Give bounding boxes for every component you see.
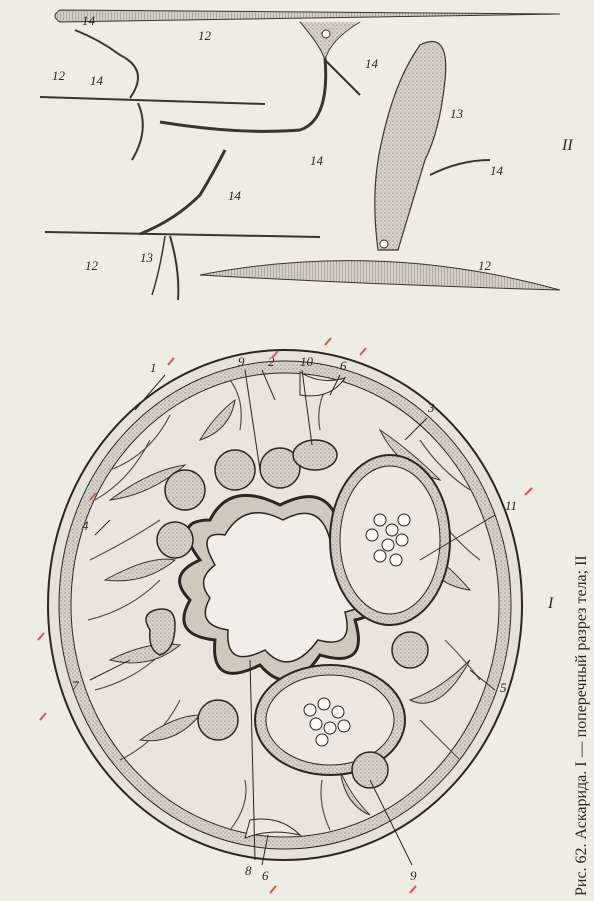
label-14-d: 14: [310, 153, 324, 168]
label-3: 3: [427, 400, 435, 415]
part-label-II: II: [561, 137, 573, 154]
label-6-bottom: 6: [262, 868, 269, 883]
muscle-cell-small-1: [40, 97, 265, 104]
label-4: 4: [82, 518, 89, 533]
cross-section-figure: 1 2 3 4 5 6 6 7 8 9 9 10 11 I: [38, 338, 554, 893]
organ-10: [293, 440, 337, 470]
label-10: 10: [300, 354, 314, 369]
label-14-f: 14: [490, 163, 504, 178]
label-7: 7: [72, 678, 79, 693]
figure-caption: Рис. 62. Аскарида. I — поперечный разрез…: [573, 555, 590, 896]
label-12-b: 12: [52, 68, 66, 83]
label-12-a: 12: [198, 28, 212, 43]
muscle-process-13: [375, 42, 446, 250]
muscle-cell-top: [55, 10, 560, 22]
label-5: 5: [500, 680, 507, 695]
label-1: 1: [150, 360, 157, 375]
muscle-cell-small-2: [45, 232, 320, 237]
part-label-I: I: [547, 595, 554, 612]
longitudinal-detail-figure: 12 12 12 12 13 13 14 14 14 14 14 14 II: [40, 10, 573, 300]
label-9-top: 9: [238, 354, 245, 369]
label-14-a: 14: [82, 13, 96, 28]
label-12-c: 12: [85, 258, 99, 273]
label-14-e: 14: [228, 188, 242, 203]
label-9-bottom: 9: [410, 868, 417, 883]
label-6-top: 6: [340, 358, 347, 373]
label-14-b: 14: [90, 73, 104, 88]
label-8: 8: [245, 863, 252, 878]
label-12-d: 12: [478, 258, 492, 273]
label-11: 11: [505, 498, 517, 513]
label-14-c: 14: [365, 56, 379, 71]
muscle-cell-bottom: [200, 261, 560, 290]
label-13-b: 13: [140, 250, 154, 265]
label-13-a: 13: [450, 106, 464, 121]
